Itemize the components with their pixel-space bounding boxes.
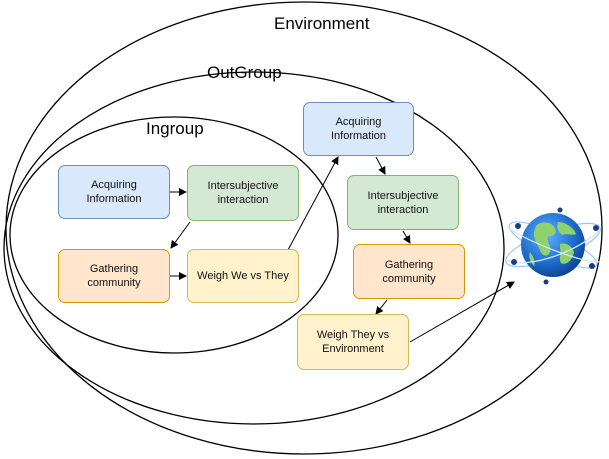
ingroup-intersubjective-interaction: Intersubjective interaction	[187, 165, 299, 221]
outgroup-label: OutGroup	[207, 63, 282, 82]
outgroup-weigh-they-vs-environment: Weigh They vs Environment	[297, 314, 409, 370]
arrow-in-intersubjective-to-gathering	[170, 221, 191, 249]
arrow-out-gathering-to-weigh	[375, 299, 388, 315]
arrow-out-acquiring-to-intersubjective	[375, 156, 386, 175]
outgroup-boundary	[3, 71, 505, 425]
outgroup-gathering-community: Gathering community	[353, 244, 465, 299]
arrow-out-intersubjective-to-gathering	[402, 230, 411, 244]
ingroup-label: Ingroup	[146, 119, 204, 138]
ingroup-acquiring-information: Acquiring Information	[58, 165, 170, 219]
ingroup-gathering-community: Gathering community	[58, 249, 170, 303]
environment-label: Environment	[274, 14, 370, 33]
arrow-out-weigh-to-globe	[409, 281, 515, 343]
arrow-in-weigh-to-out-acquiring	[287, 156, 339, 251]
earth-globe-icon	[505, 207, 601, 285]
ingroup-boundary	[9, 116, 339, 354]
outgroup-acquiring-information: Acquiring Information	[303, 102, 414, 156]
outgroup-intersubjective-interaction: Intersubjective interaction	[347, 175, 459, 230]
ingroup-weigh-we-vs-they: Weigh We vs They	[187, 249, 299, 303]
